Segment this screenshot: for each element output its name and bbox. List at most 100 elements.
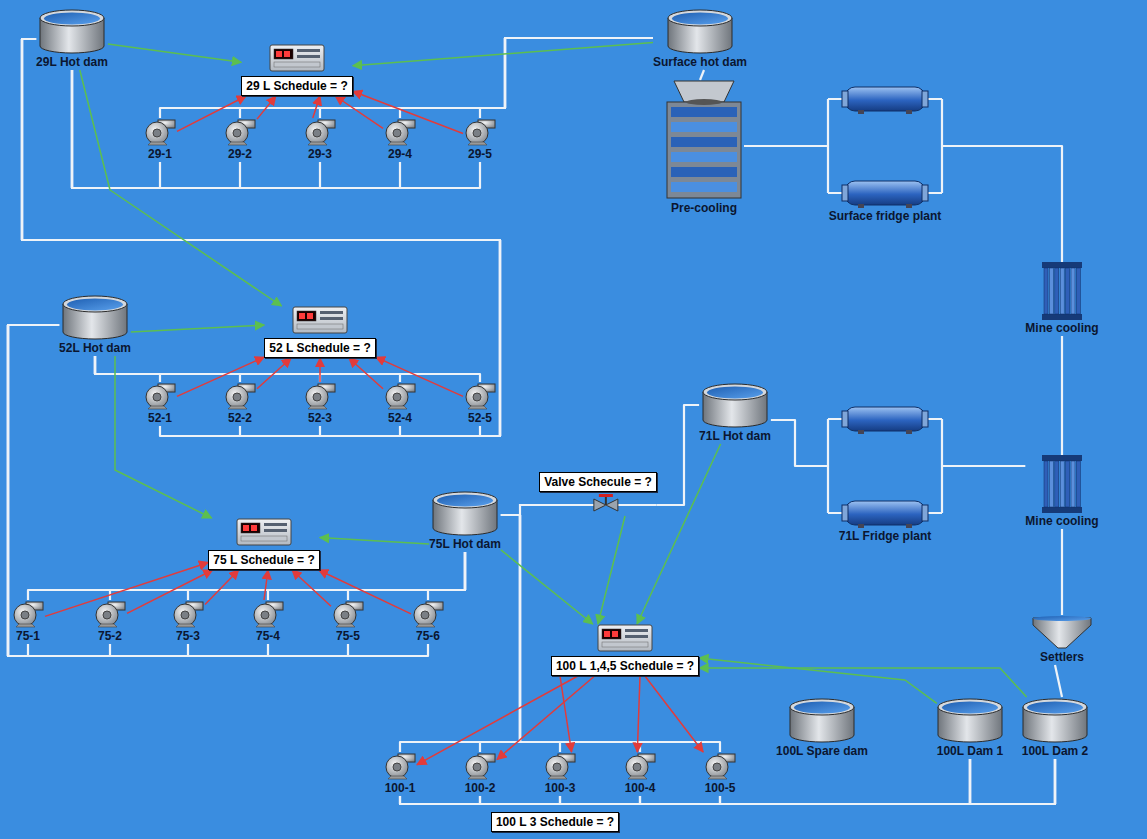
settler-icon-part <box>1033 616 1091 621</box>
pump-icon-part <box>21 611 29 619</box>
node-label: 29L Hot dam <box>36 54 108 70</box>
pump: 100-5 <box>703 752 737 796</box>
water-pipe <box>22 39 500 436</box>
node-label: 52-4 <box>388 410 412 426</box>
water-pipe <box>720 759 1055 804</box>
water-pipe <box>72 70 240 188</box>
node-label: 75-1 <box>16 628 40 644</box>
tower-icon <box>664 80 744 200</box>
dam-icon-part <box>67 299 123 311</box>
dam-icon-part <box>942 702 998 714</box>
pipe-stub <box>520 505 540 515</box>
pump-icon <box>331 600 365 628</box>
sched-icon-part <box>293 307 347 333</box>
pump-icon-part <box>466 386 488 408</box>
water-pipe <box>22 39 500 436</box>
water-pipe <box>72 70 480 188</box>
dam-icon <box>702 382 768 428</box>
storage-dam: 52L Hot dam <box>59 294 131 356</box>
water-pipe <box>501 515 640 752</box>
schedule-label: 52 L Schedule = ? <box>264 338 375 358</box>
settler-icon-part <box>1033 618 1091 648</box>
dam-icon <box>432 490 498 536</box>
hx-icon-part <box>1055 461 1059 507</box>
water-pipe <box>657 405 699 505</box>
water-pipe <box>400 38 653 118</box>
pump-icon-part <box>393 393 401 401</box>
water-pipe <box>640 759 970 804</box>
pump-icon-part <box>553 763 561 771</box>
pump-icon-part <box>706 756 728 778</box>
pump-icon-part <box>146 122 168 144</box>
signal-line <box>108 44 241 62</box>
hx-icon-part <box>1049 461 1053 507</box>
dam-icon-part <box>794 702 850 714</box>
node-label: 75-2 <box>98 628 122 644</box>
node-label: 100-5 <box>705 780 736 796</box>
fridge-plant: Surface fridge plant <box>820 84 950 224</box>
storage-dam: 100L Dam 1 <box>937 697 1004 759</box>
sched-icon <box>597 624 653 652</box>
pump-icon-part <box>153 129 161 137</box>
sched-icon-part <box>612 631 618 637</box>
pump-icon-part <box>466 756 488 778</box>
tower-icon-part <box>671 107 737 117</box>
pump-icon-part <box>306 122 328 144</box>
dam-icon-part <box>40 10 104 26</box>
pump: 75-1 <box>11 600 45 644</box>
fridge-icon-part <box>858 204 864 208</box>
pump: 29-1 <box>143 118 177 162</box>
sched-icon <box>292 306 348 334</box>
settler-icon <box>1032 615 1092 649</box>
pump-icon-part <box>334 604 356 626</box>
storage-dam: 100L Spare dam <box>776 697 868 759</box>
water-pipe <box>950 146 1062 262</box>
pump-icon-part <box>388 776 407 779</box>
tower-icon-part <box>674 81 734 102</box>
node-label: 75-6 <box>416 628 440 644</box>
node-label: 75-4 <box>256 628 280 644</box>
pump-icon <box>303 118 337 146</box>
node-label: Pre-cooling <box>671 200 737 216</box>
settler: Settlers <box>1032 615 1092 665</box>
dam-icon <box>1022 697 1088 743</box>
node-label: 100-2 <box>465 780 496 796</box>
fridge-icon-part <box>820 99 950 193</box>
pump-icon-part <box>226 386 248 408</box>
dam-icon-part <box>938 699 1002 715</box>
sched-icon-part <box>284 51 290 57</box>
tower-icon-part <box>671 167 737 177</box>
node-label: 100L Dam 2 <box>1022 743 1089 759</box>
pump-icon-part <box>254 604 276 626</box>
water-pipe <box>240 38 653 118</box>
fridge-icon-part <box>922 91 928 107</box>
pump-icon-part <box>308 406 327 409</box>
pump-icon-part <box>306 386 328 408</box>
sched-icon-part <box>297 49 320 52</box>
water-pipe <box>560 759 1055 804</box>
water-pipe <box>8 325 348 656</box>
pump-icon <box>223 382 257 410</box>
storage-dam: 29L Hot dam <box>36 8 108 70</box>
pump-icon-part <box>708 776 727 779</box>
heat-exchanger: Mine cooling <box>1025 455 1098 529</box>
pump-icon-part <box>98 624 117 627</box>
signal-line <box>353 43 653 66</box>
sched-icon-part <box>299 313 305 319</box>
node-label: 71L Hot dam <box>699 428 771 444</box>
sched-icon <box>236 518 292 546</box>
pump-icon <box>383 752 417 780</box>
sched-icon-part <box>251 525 257 531</box>
pump-icon <box>463 118 497 146</box>
dam-icon-part <box>1027 702 1083 714</box>
pump-icon-part <box>153 393 161 401</box>
schedule-label: Valve Schecule = ? <box>539 472 657 492</box>
storage-dam: 75L Hot dam <box>429 490 501 552</box>
pipe-layer <box>8 38 1062 804</box>
pump-icon <box>303 382 337 410</box>
water-pipe <box>8 325 188 656</box>
node-label: 52-3 <box>308 410 332 426</box>
pump-icon-part <box>388 406 407 409</box>
pump: 52-4 <box>383 382 417 426</box>
